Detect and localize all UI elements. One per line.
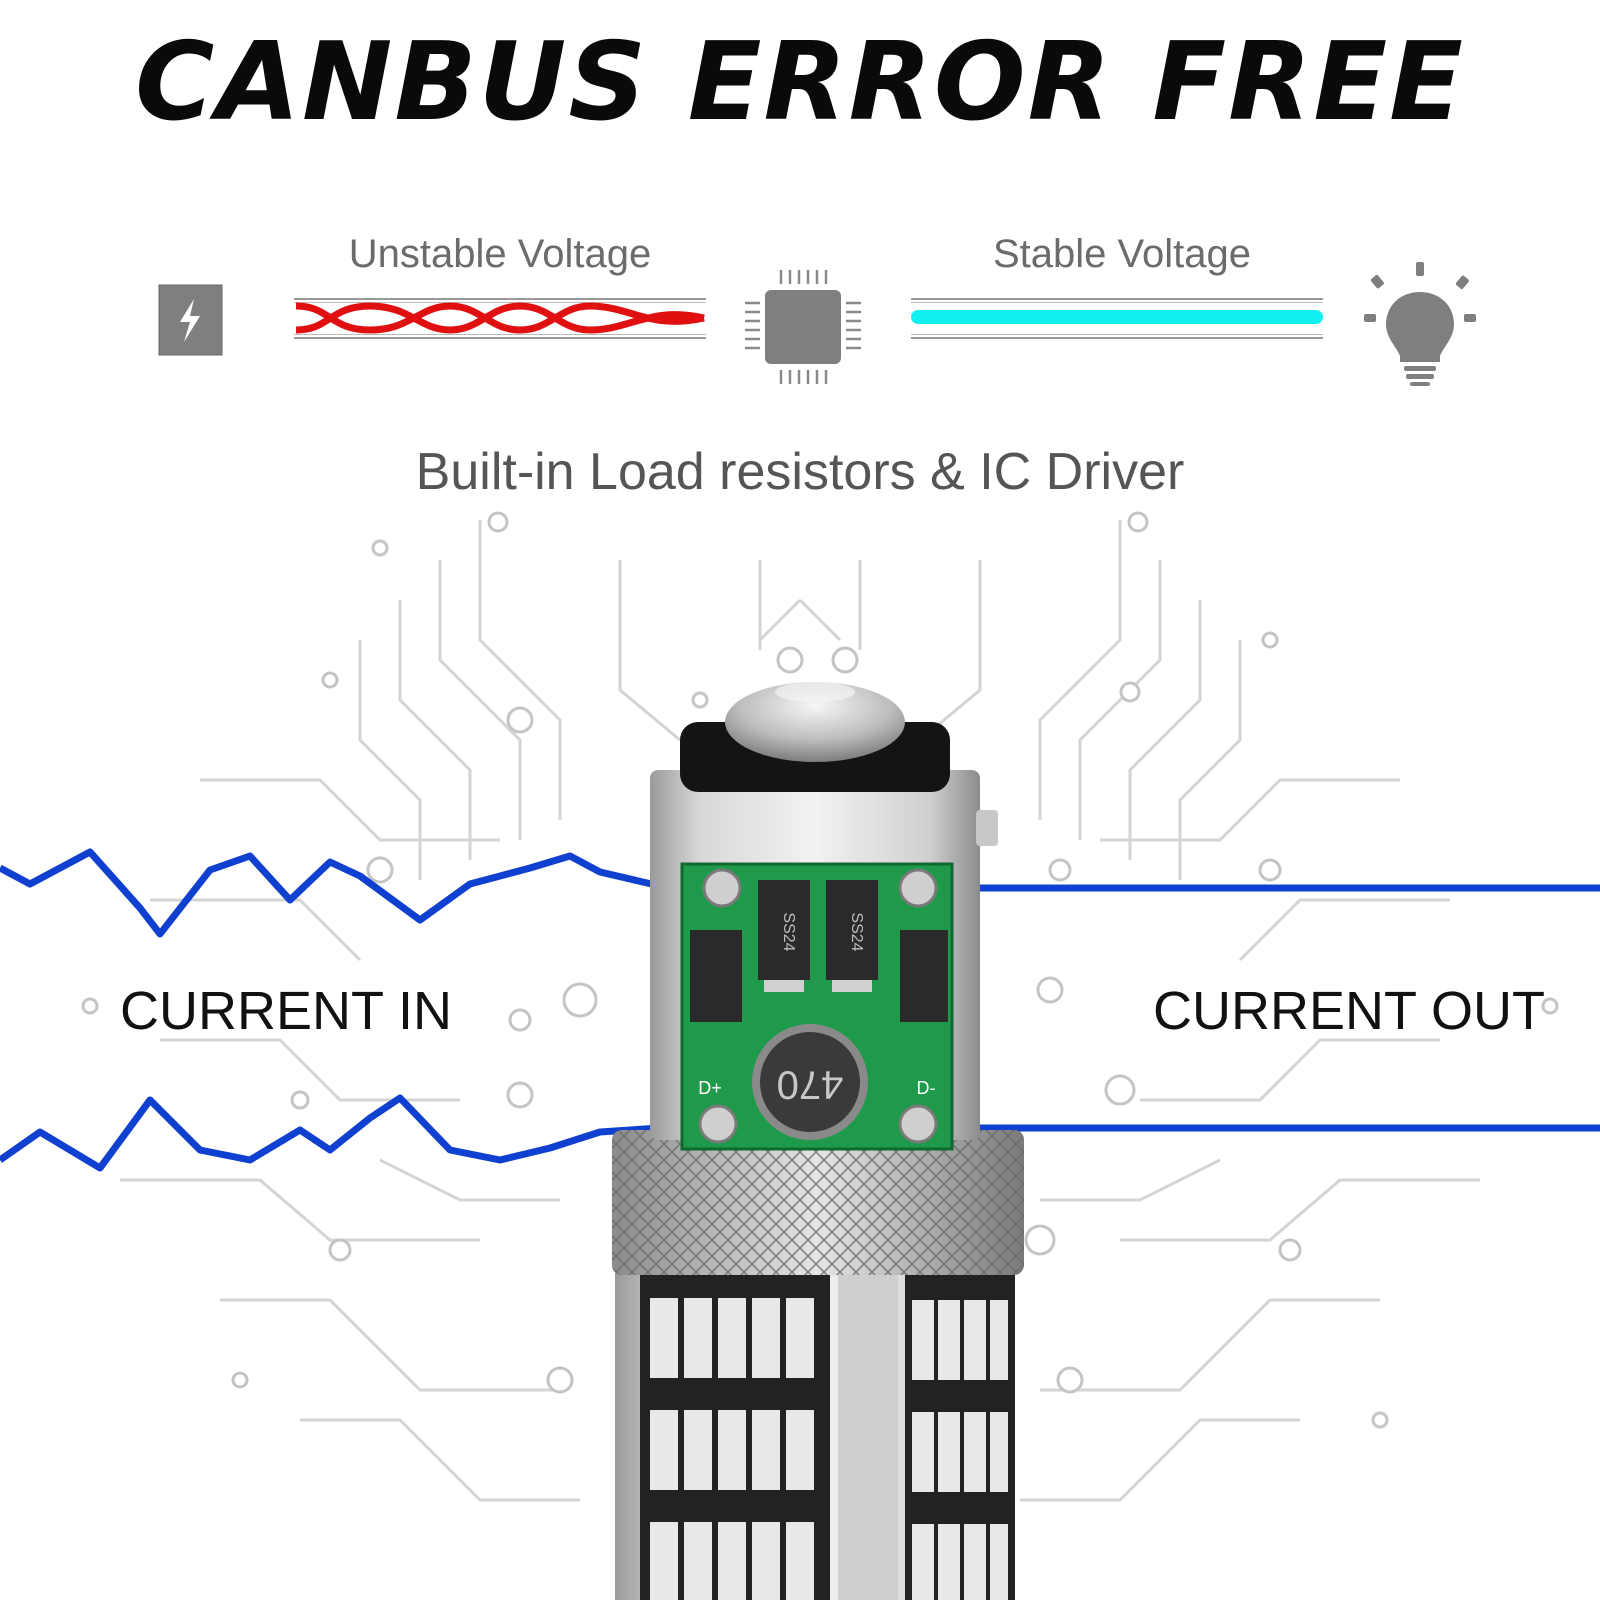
stable-voltage-label: Stable Voltage	[993, 232, 1251, 276]
diode-marking-1: SS24	[780, 912, 797, 951]
circuit-nodes	[81, 511, 1559, 1429]
current-in-label: CURRENT IN	[120, 981, 453, 1041]
inductor-marking: 470	[777, 1062, 844, 1106]
current-out-label: CURRENT OUT	[1153, 981, 1546, 1041]
unstable-voltage-label: Unstable Voltage	[348, 232, 652, 276]
current-out-lines	[950, 884, 1600, 1132]
light-bulb-icon	[1364, 262, 1476, 386]
led-chips	[650, 1298, 1008, 1600]
led-bulb	[612, 682, 1024, 1600]
current-in-waves	[0, 848, 661, 1172]
pad-label-right: D-	[917, 1078, 936, 1098]
circuit-background	[120, 520, 1480, 1502]
chip-icon	[745, 270, 861, 384]
unstable-voltage-wire	[294, 298, 706, 339]
stable-voltage-wire	[911, 298, 1323, 339]
driver-board	[680, 862, 954, 1151]
pad-label-left: D+	[698, 1078, 722, 1098]
headline: CANBUS ERROR FREE	[135, 20, 1465, 145]
power-icon	[158, 284, 223, 356]
feature-subtitle: Built-in Load resistors & IC Driver	[415, 443, 1185, 501]
diode-marking-2: SS24	[848, 912, 865, 951]
